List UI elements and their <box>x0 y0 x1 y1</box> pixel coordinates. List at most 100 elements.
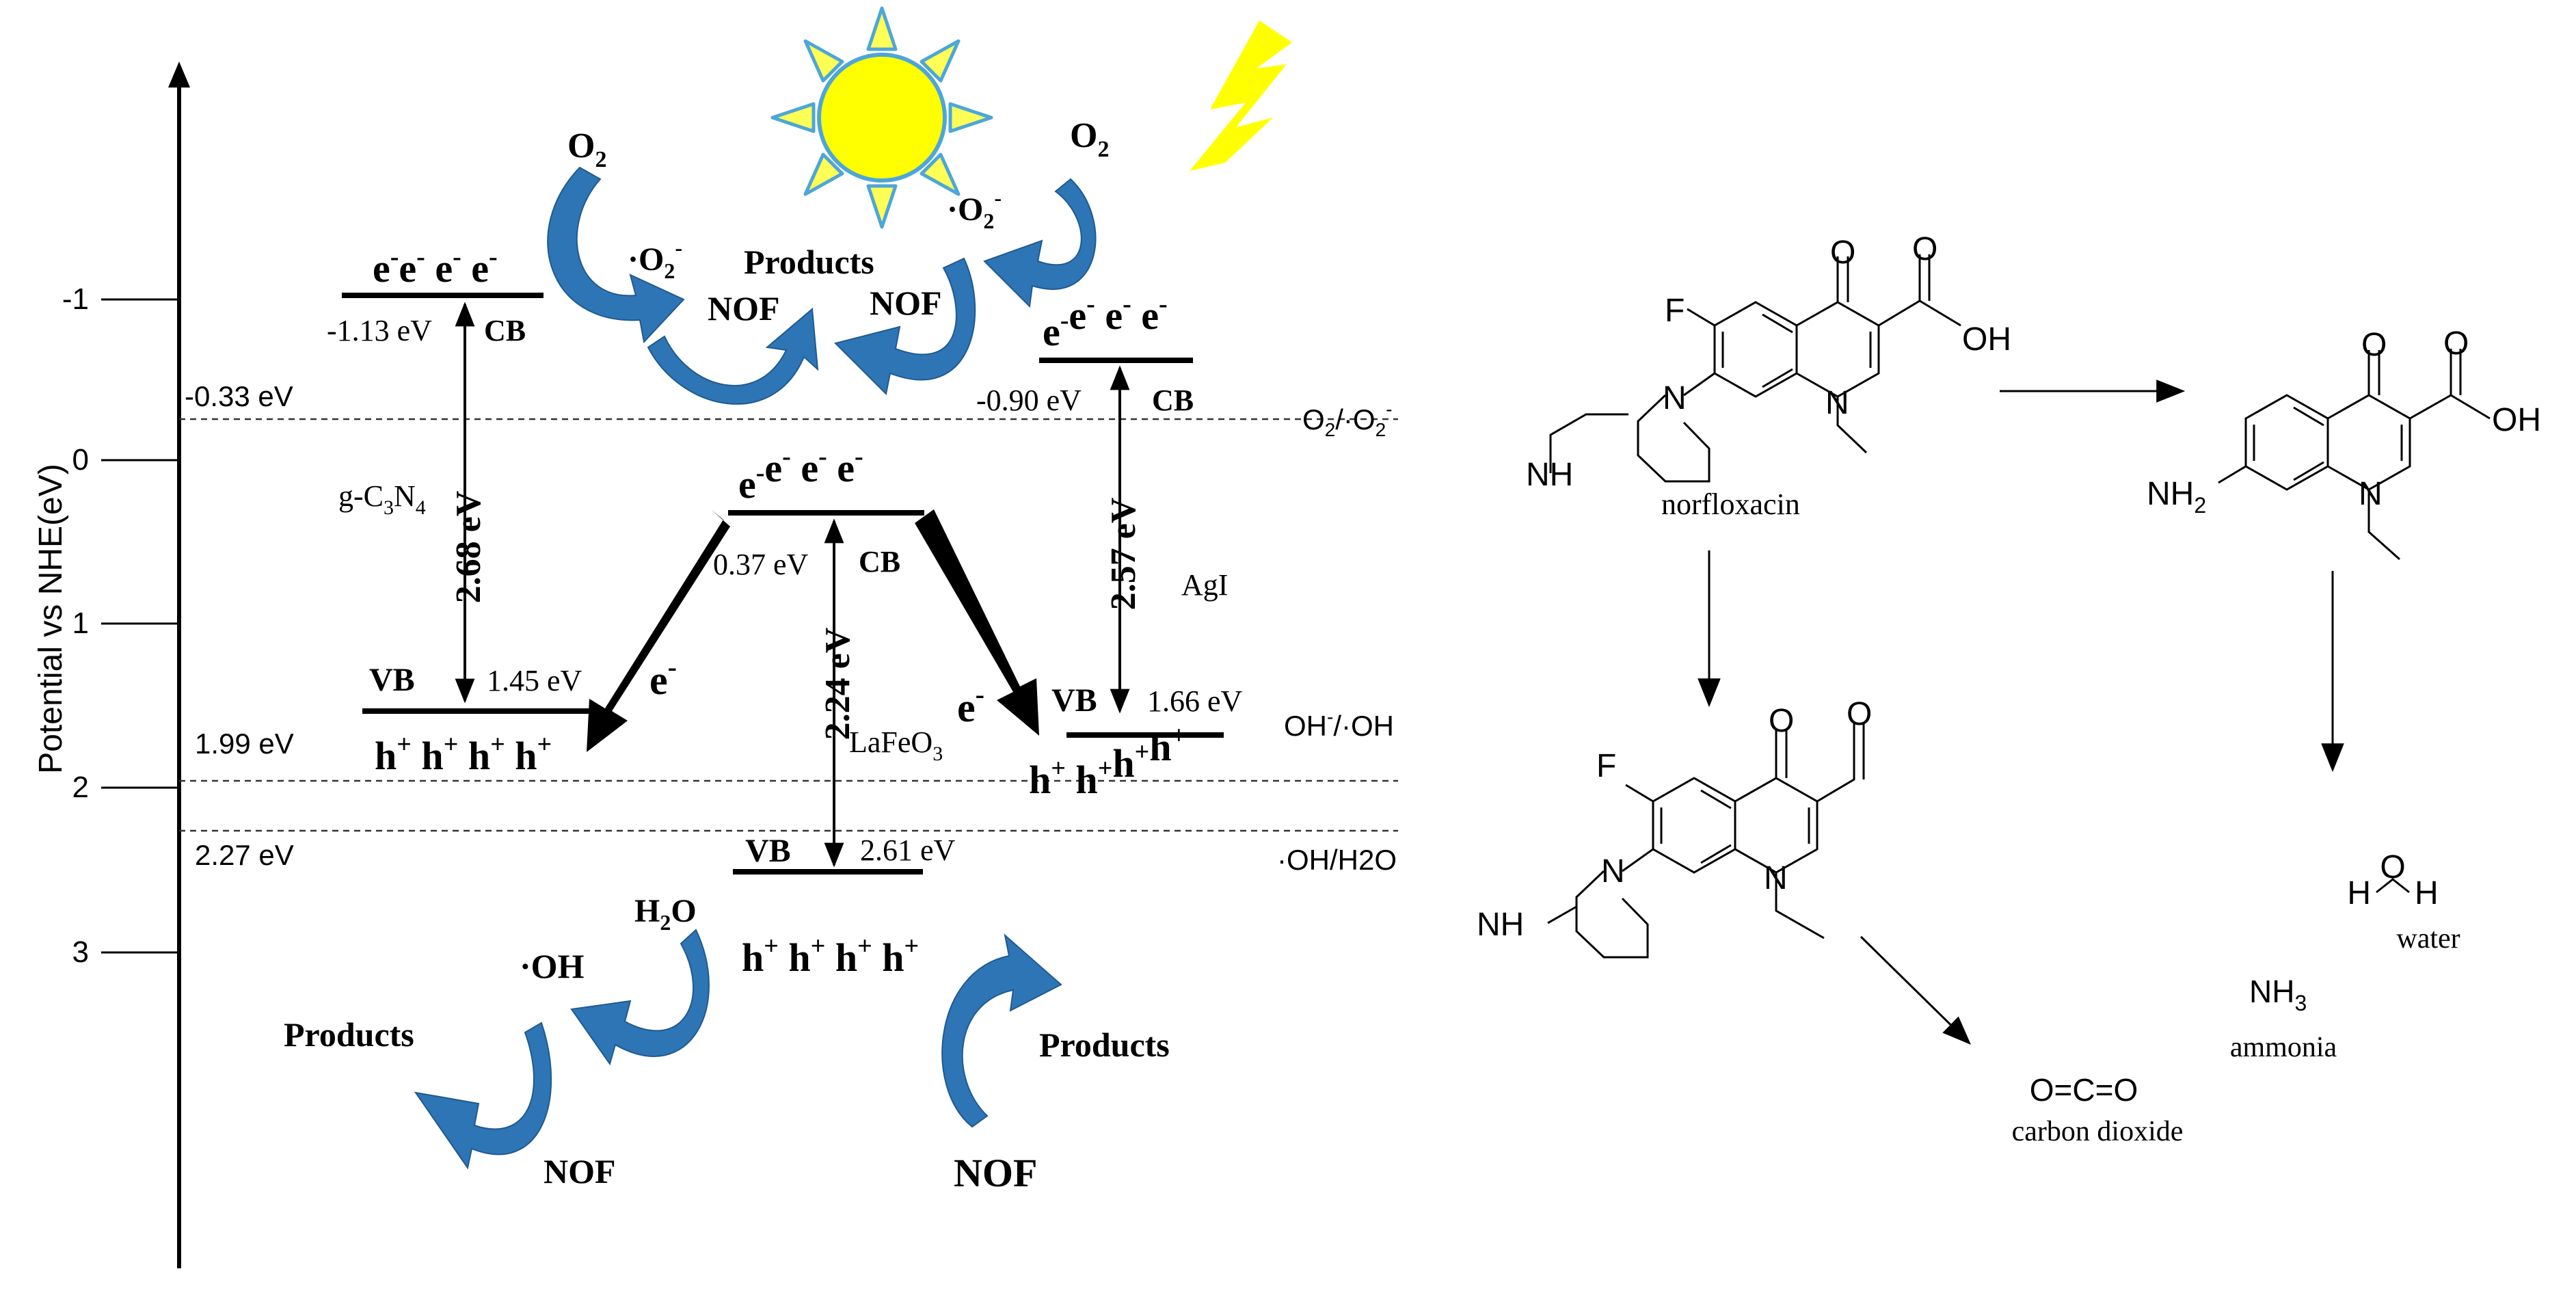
nof-products-arrow-left <box>647 307 819 405</box>
sun-icon <box>770 6 993 229</box>
agi-name: AgI <box>1181 568 1228 602</box>
hydroxyl-water-couple-label: ·OH/H2O <box>1277 844 1397 876</box>
superoxide-label-right: ·O2- <box>947 185 1002 233</box>
carbon-dioxide-name: carbon dioxide <box>2012 1116 2184 1147</box>
degradation-pathway: F O O OH N N NH norfloxacin O O OH N NH2 <box>1477 231 2541 1147</box>
amino-quinolone-N: N <box>2359 476 2383 512</box>
agi-cb-electrons: e-e- e- e- <box>1043 290 1168 354</box>
ammonia-name: ammonia <box>2230 1032 2337 1063</box>
water-H-right: H <box>2415 875 2439 911</box>
lafeo3-to-gcn-electron-arrow <box>587 509 730 752</box>
electron-label-right: e- <box>957 679 984 730</box>
norfloxacin-O-acid: O <box>1912 231 1937 267</box>
agi-bandgap-value: 2.57 eV <box>1104 498 1143 611</box>
gcn-vb-value: 1.45 eV <box>487 664 582 697</box>
lafeo3-semiconductor: e-e- e- e- 0.37 eV CB 2.24 eV LaFeO3 VB … <box>713 442 956 980</box>
norfloxacin-N-pip: N <box>1663 380 1687 416</box>
ammonia-formula: NH3 <box>2249 974 2307 1015</box>
aldehyde-quinolone-labels: F O O N N NH <box>1477 696 1872 943</box>
tick-label: 1 <box>72 606 89 640</box>
y-axis-arrowhead <box>168 62 190 88</box>
agi-cb-value: -0.90 eV <box>976 384 1082 417</box>
o2-superoxide-couple-label: O2/·O2- <box>1302 399 1392 440</box>
lafeo3-bandgap-value: 2.24 eV <box>818 628 857 740</box>
agi-vb-label: VB <box>1051 682 1097 719</box>
oh-hydroxyl-couple-label: OH-/·OH <box>1284 706 1394 742</box>
gcn-semiconductor: e-e- e- e- -1.13 eV CB g-C3N4 2.68 eV VB… <box>327 243 589 778</box>
nof-label-top-right: NOF <box>870 284 942 322</box>
aldehyde-quinolone-N-pip: N <box>1601 853 1625 890</box>
gcn-cb-label: CB <box>484 314 526 347</box>
lafeo3-cb-label: CB <box>859 545 900 578</box>
lafeo3-name: LaFeO3 <box>849 725 943 765</box>
water-name: water <box>2396 923 2460 954</box>
norfloxacin-labels: F O O OH N N NH norfloxacin <box>1526 231 2011 521</box>
aldehyde-quinolone-O-aldehyde: O <box>1847 696 1872 732</box>
amino-quinolone-O-acid: O <box>2443 325 2469 362</box>
norfloxacin-structure <box>1549 254 1961 483</box>
amino-quinolone-structure <box>2218 349 2491 561</box>
water-O: O <box>2380 849 2405 885</box>
water-molecule: H O H water <box>2347 849 2460 954</box>
oh-reference-potential: 1.99 eV <box>195 727 294 760</box>
ammonia-molecule: NH3 ammonia <box>2230 974 2337 1063</box>
agi-semiconductor: e-e- e- e- -0.90 eV CB 2.57 eV AgI VB 1.… <box>976 290 1243 802</box>
tick-label: 3 <box>72 935 89 969</box>
h2o-reference-potential: 2.27 eV <box>195 839 294 871</box>
blue-reaction-arrows <box>414 166 1097 1170</box>
gcn-vb-label: VB <box>369 662 415 698</box>
aldehyde-quinolone-F: F <box>1596 748 1616 784</box>
hydroxyl-products-arrow <box>414 1022 552 1170</box>
norfloxacin-name: norfloxacin <box>1661 488 1800 521</box>
water-H-left: H <box>2347 875 2371 911</box>
agi-vb-value: 1.66 eV <box>1147 684 1243 718</box>
tick-label: 2 <box>72 771 89 804</box>
nof-label-bottom-left: NOF <box>544 1152 616 1190</box>
nof-products-arrow-right <box>834 257 976 396</box>
norfloxacin-N-ring: N <box>1825 385 1849 421</box>
aldehyde-quinolone-O-keto: O <box>1769 703 1794 739</box>
o2-reduction-arrow-left <box>547 166 685 344</box>
lafeo3-vb-holes: h+ h+ h+ h+ <box>742 932 919 980</box>
lafeo3-vb-value: 2.61 eV <box>860 833 956 867</box>
gcn-vb-holes: h+ h+ h+ h+ <box>375 730 552 778</box>
hydroxyl-radical-label: ·OH <box>520 947 585 985</box>
water-label: H2O <box>634 893 697 935</box>
products-label-bottom-left: Products <box>284 1015 414 1054</box>
species-labels: O2 O2 ·O2- ·O2- Products NOF NOF H2O ·OH… <box>284 116 1170 1195</box>
o2-reduction-arrow-right <box>983 178 1097 308</box>
o2-reference-potential: -0.33 eV <box>185 380 293 412</box>
o2-label-right: O2 <box>1070 116 1109 162</box>
hole-oxidation-nof-arrow <box>941 933 1062 1128</box>
superoxide-label-left: ·O2- <box>628 235 682 283</box>
aldehyde-quinolone-NH: NH <box>1477 907 1524 943</box>
tick-label: 0 <box>72 443 89 477</box>
amino-quinolone-O-keto: O <box>2361 327 2387 363</box>
y-axis-label: Potential vs NHE(eV) <box>33 464 69 774</box>
h2o-oxidation-arrow <box>570 929 710 1066</box>
aldehyde-quinolone-N-ring: N <box>1764 860 1788 896</box>
amino-quinolone-OH: OH <box>2492 402 2541 438</box>
norfloxacin-F: F <box>1665 293 1685 329</box>
carbon-dioxide-molecule: O=C=O carbon dioxide <box>2012 1072 2184 1147</box>
nof-label-bottom-right: NOF <box>954 1151 1037 1195</box>
gcn-cb-electrons: e-e- e- e- <box>373 243 498 291</box>
nof-label-top-left: NOF <box>708 289 780 328</box>
lightning-icon <box>1157 21 1292 227</box>
agi-cb-label: CB <box>1152 384 1194 417</box>
aldehyde-quinolone-structure <box>1547 723 1865 959</box>
amino-quinolone-NH2: NH2 <box>2147 476 2206 518</box>
lafeo3-vb-label: VB <box>745 833 791 869</box>
products-label-top: Products <box>744 243 874 281</box>
electron-label-left: e- <box>649 652 677 703</box>
amino-quinolone-labels: O O OH N NH2 <box>2147 325 2541 518</box>
lafeo3-cb-value: 0.37 eV <box>713 548 809 581</box>
tick-label: -1 <box>62 282 89 316</box>
norfloxacin-OH: OH <box>1962 321 2011 358</box>
gcn-bandgap-value: 2.68 eV <box>449 491 488 604</box>
agi-vb-holes: h+ h+h+h+ <box>1029 721 1186 802</box>
gcn-cb-value: -1.13 eV <box>327 314 432 347</box>
norfloxacin-NH: NH <box>1526 457 1573 493</box>
o2-label-left: O2 <box>567 126 606 172</box>
